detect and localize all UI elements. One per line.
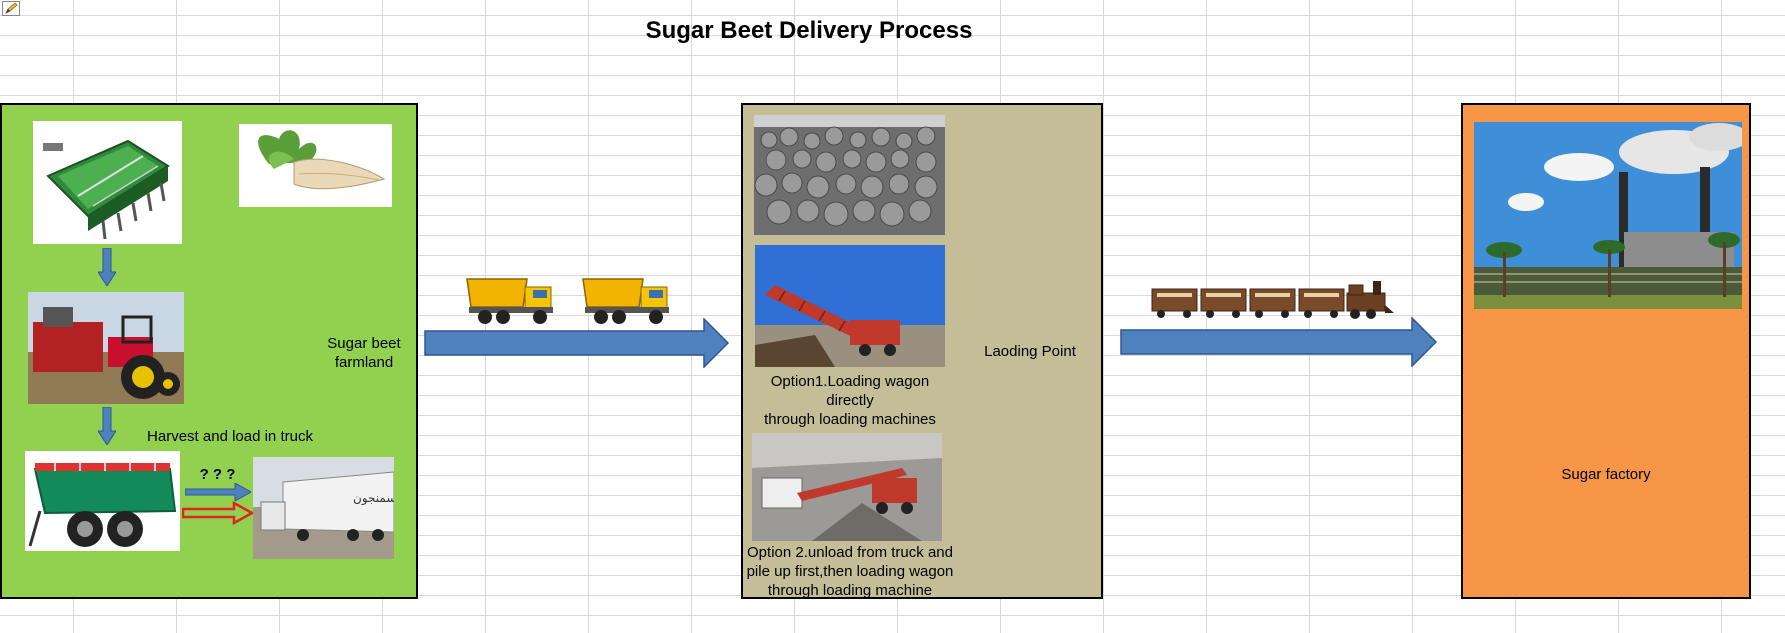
harvest-label: Harvest and load in truck <box>147 428 313 445</box>
dump-truck-icon <box>466 278 553 324</box>
option2-line3: through loading machine <box>767 582 933 599</box>
down-arrow-icon <box>98 407 116 445</box>
flow-arrow-icon <box>424 318 730 368</box>
farmland-label-line2: farmland <box>334 354 394 371</box>
loading-machine-image <box>755 245 945 367</box>
option1-line1: Option1.Loading wagon directly <box>770 373 930 409</box>
flow-arrow-icon <box>1120 317 1438 367</box>
factory-image <box>1474 122 1742 309</box>
unloading-machine-image <box>752 433 942 541</box>
sugar-factory-label: Sugar factory <box>1561 466 1651 483</box>
beet-pile-image <box>754 115 945 235</box>
option2-line2: pile up first,then loading wagon <box>746 563 954 580</box>
pencil-icon[interactable] <box>2 1 20 16</box>
blue-arrow-icon <box>185 483 251 501</box>
question-marks: ? ? ? <box>199 466 236 483</box>
dump-truck-icon <box>582 278 669 324</box>
page-title: Sugar Beet Delivery Process <box>645 17 973 44</box>
harvester-image <box>33 121 182 244</box>
train-icon <box>1151 281 1394 319</box>
tractor-image <box>28 292 184 404</box>
red-arrow-icon <box>182 501 254 525</box>
sugar-beet-image <box>239 124 392 207</box>
farmland-label-line1: Sugar beet <box>327 335 401 352</box>
truck-convoy-image: سمنجون <box>253 457 394 559</box>
farmland-label: Sugar beet farmland <box>310 334 418 372</box>
svg-text:سمنجون: سمنجون <box>353 491 394 506</box>
loading-point-label: Laoding Point <box>984 343 1076 360</box>
down-arrow-icon <box>98 248 116 286</box>
option1-line2: through loading machines <box>764 411 936 428</box>
option2-line1: Option 2.unload from truck and <box>747 544 953 561</box>
option2-label: Option 2.unload from truck and pile up f… <box>745 543 955 600</box>
trailer-image <box>25 451 180 551</box>
